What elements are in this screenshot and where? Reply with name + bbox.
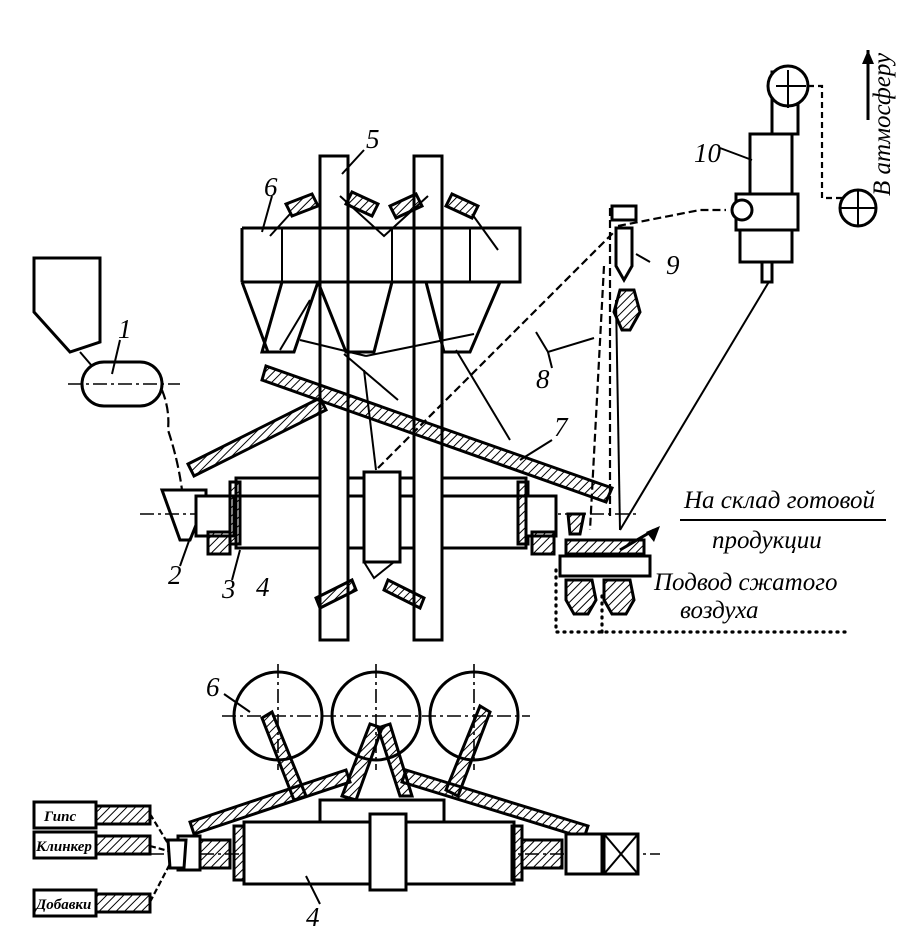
mill-discharge-chutes [314,561,426,611]
leader-lines [111,147,886,581]
air-slides-top [269,190,499,251]
pneumatic-lines-8 [377,208,726,531]
feeder-1 [68,360,180,408]
label-2: 2 [168,560,182,590]
label-4-bottom: 4 [306,902,320,932]
warehouse-label-line2: продукции [712,527,822,554]
cyclone-9 [610,204,642,332]
bin-label-gypsum: Гипс [43,809,76,825]
to-atmosphere-label: В атмосферу [869,52,896,196]
label-3: 3 [221,574,236,604]
compressed-air-line [554,568,850,634]
label-8: 8 [536,364,550,394]
label-6-top: 6 [264,172,278,202]
bin-label-clinker: Клинкер [35,839,92,855]
label-7: 7 [554,412,569,442]
feed-bins [32,800,188,918]
bag-filter-10 [730,64,810,284]
pneumatic-pumps [558,512,660,616]
tube-mill-plan [150,812,660,892]
silos-6 [240,226,522,354]
label-4-top: 4 [256,572,270,602]
leader-4-bottom [305,875,321,905]
bin-label-additives: Добавки [34,897,91,913]
label-6-bottom: 6 [206,672,220,702]
label-9: 9 [666,250,680,280]
label-10: 10 [694,138,722,168]
exhaust-fan [808,50,878,228]
warehouse-label-line1: На склад готовой [683,487,876,514]
tube-mill-top [194,470,558,564]
label-1: 1 [118,314,132,344]
leader-6-bottom [223,693,251,713]
air-label-line1: Подвод сжатого [653,569,837,596]
label-5: 5 [366,124,380,154]
air-slide-7 [185,364,615,504]
flow-lines [279,279,771,531]
air-label-line2: воздуха [680,597,758,624]
feed-hopper [32,256,102,367]
